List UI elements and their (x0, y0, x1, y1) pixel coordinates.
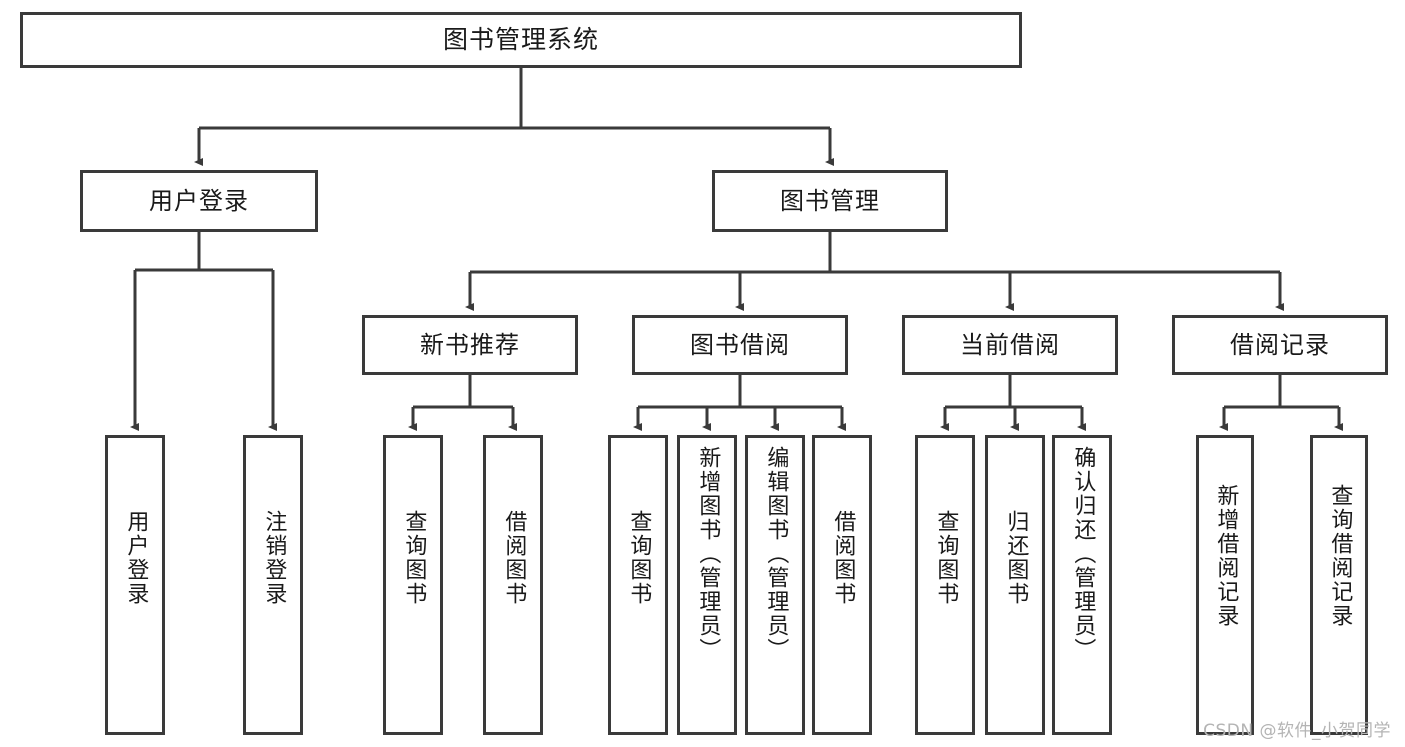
node-user-login[interactable]: 用户登录 (80, 170, 318, 232)
node-book-borrow[interactable]: 图书借阅 (632, 315, 848, 375)
leaf-label: 注销登录 (261, 510, 287, 606)
leaf-book-borrow-query[interactable]: 查询图书 (608, 435, 668, 735)
node-current-borrow[interactable]: 当前借阅 (902, 315, 1118, 375)
leaf-label: 归还图书 (1003, 510, 1029, 606)
leaf-label: 借阅图书 (830, 510, 856, 606)
leaf-book-borrow-add[interactable]: 新增图书（管理员） (677, 435, 737, 735)
leaf-label: 借阅图书 (501, 510, 527, 606)
leaf-label: 新增借阅记录 (1213, 484, 1239, 628)
leaf-new-book-borrow[interactable]: 借阅图书 (483, 435, 543, 735)
leaf-current-borrow-return[interactable]: 归还图书 (985, 435, 1045, 735)
leaf-label: 新增图书（管理员） (695, 446, 721, 662)
leaf-current-borrow-confirm-return[interactable]: 确认归还（管理员） (1052, 435, 1112, 735)
leaf-current-borrow-query[interactable]: 查询图书 (915, 435, 975, 735)
leaf-label: 用户登录 (123, 510, 149, 606)
leaf-label: 确认归还（管理员） (1070, 446, 1096, 662)
leaf-label: 编辑图书（管理员） (763, 446, 789, 662)
node-new-book-recommend[interactable]: 新书推荐 (362, 315, 578, 375)
watermark-text: CSDN @软件_小贺同学 (1203, 721, 1391, 741)
leaf-borrow-record-query[interactable]: 查询借阅记录 (1310, 435, 1368, 735)
node-book-management[interactable]: 图书管理 (712, 170, 948, 232)
leaf-label: 查询图书 (933, 510, 959, 606)
leaf-user-login-login[interactable]: 用户登录 (105, 435, 165, 735)
node-root-system[interactable]: 图书管理系统 (20, 12, 1022, 68)
node-borrow-record[interactable]: 借阅记录 (1172, 315, 1388, 375)
leaf-new-book-query[interactable]: 查询图书 (383, 435, 443, 735)
leaf-label: 查询图书 (626, 510, 652, 606)
leaf-book-borrow-borrow[interactable]: 借阅图书 (812, 435, 872, 735)
leaf-borrow-record-add[interactable]: 新增借阅记录 (1196, 435, 1254, 735)
leaf-label: 查询图书 (401, 510, 427, 606)
leaf-user-login-logout[interactable]: 注销登录 (243, 435, 303, 735)
leaf-label: 查询借阅记录 (1327, 484, 1353, 628)
leaf-book-borrow-edit[interactable]: 编辑图书（管理员） (745, 435, 805, 735)
